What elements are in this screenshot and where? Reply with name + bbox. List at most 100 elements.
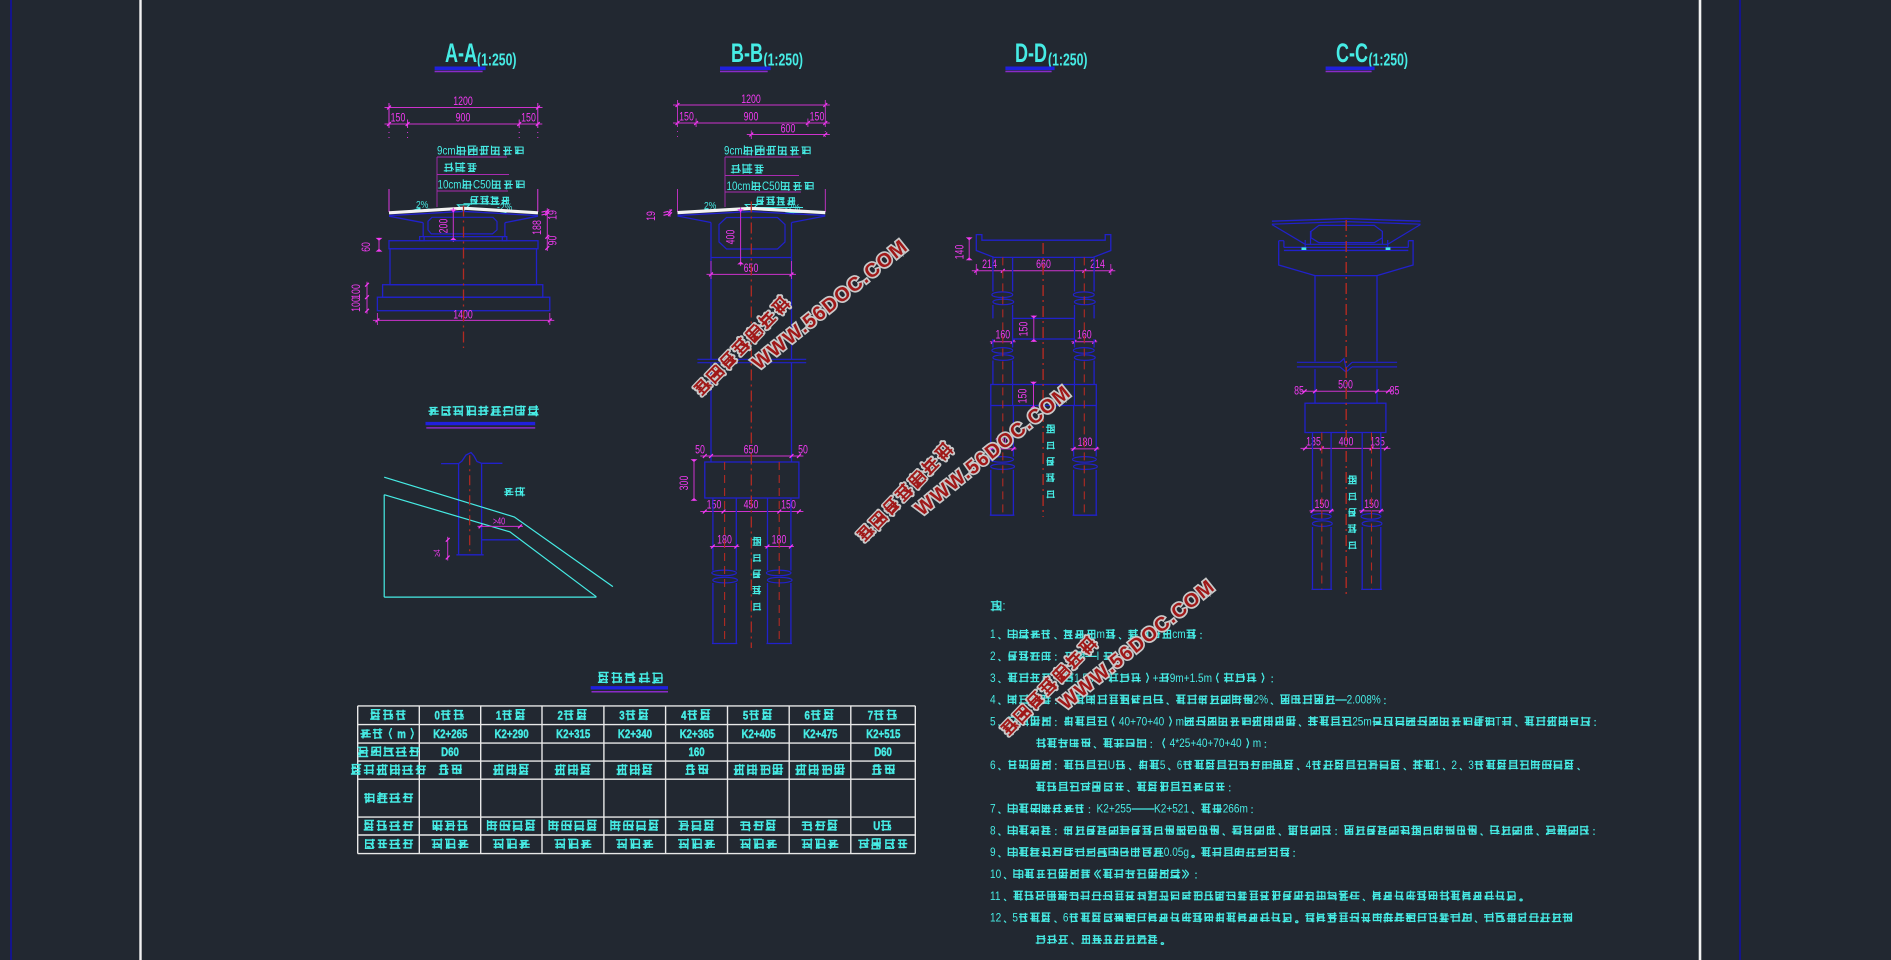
svg-text:K2+475: K2+475	[803, 728, 837, 741]
svg-text:K2+340: K2+340	[618, 728, 652, 741]
svg-text:90: 90	[546, 236, 560, 246]
svg-text:7: 7	[868, 710, 873, 723]
svg-text:180: 180	[995, 436, 1010, 450]
svg-text:4: 4	[990, 694, 996, 707]
svg-text:100: 100	[350, 284, 364, 299]
svg-text:600: 600	[781, 122, 796, 136]
svg-text:150: 150	[781, 498, 796, 512]
svg-text:2: 2	[1451, 759, 1457, 772]
svg-text:2: 2	[558, 710, 563, 723]
svg-text:m: m	[1253, 737, 1261, 750]
svg-text:(1:250): (1:250)	[477, 50, 516, 70]
svg-text:U: U	[1108, 759, 1115, 772]
svg-text:4: 4	[1306, 759, 1312, 772]
svg-text:19: 19	[546, 210, 560, 220]
svg-text:150: 150	[521, 111, 536, 125]
svg-text:5: 5	[743, 710, 748, 723]
svg-text:60: 60	[360, 242, 374, 252]
svg-text:1: 1	[496, 710, 501, 723]
svg-text:m: m	[1097, 628, 1105, 641]
svg-text:I: I	[1097, 650, 1100, 663]
svg-text:K2+290: K2+290	[495, 728, 529, 741]
svg-text:K2+521: K2+521	[1154, 803, 1189, 816]
svg-text:4: 4	[681, 710, 686, 723]
svg-text:B-B: B-B	[731, 37, 763, 67]
svg-text:900: 900	[456, 111, 471, 125]
svg-text:3: 3	[1468, 759, 1474, 772]
svg-text:140: 140	[953, 245, 967, 260]
svg-text:150: 150	[391, 111, 406, 125]
svg-text:cm: cm	[1172, 628, 1185, 641]
svg-text:U: U	[873, 820, 880, 833]
svg-text:200: 200	[437, 219, 451, 234]
svg-text:6: 6	[990, 759, 996, 772]
svg-text:400: 400	[724, 230, 738, 245]
svg-text:1200: 1200	[453, 95, 473, 109]
svg-text:m: m	[397, 728, 406, 741]
svg-text:188: 188	[531, 220, 545, 235]
svg-text:m: m	[1176, 716, 1184, 729]
svg-text:2.008%: 2.008%	[1347, 694, 1381, 707]
svg-text:>40: >40	[493, 515, 505, 526]
svg-text:(1:250): (1:250)	[1048, 50, 1087, 70]
svg-text:8: 8	[990, 825, 996, 838]
svg-text:100: 100	[350, 297, 364, 312]
svg-text:4*25+40+70+40: 4*25+40+70+40	[1170, 737, 1242, 750]
svg-text:160: 160	[689, 746, 705, 759]
svg-text:10cm: 10cm	[727, 180, 751, 193]
svg-text:150: 150	[707, 498, 722, 512]
svg-text:D-D: D-D	[1015, 37, 1047, 67]
svg-text:160: 160	[995, 328, 1010, 342]
svg-text:85: 85	[1390, 384, 1400, 398]
svg-text:1200: 1200	[741, 93, 761, 107]
svg-text:1.5m: 1.5m	[1074, 672, 1096, 685]
svg-text:K2+315: K2+315	[556, 728, 590, 741]
svg-text:K2+405: K2+405	[742, 728, 776, 741]
svg-text:C50: C50	[762, 180, 780, 193]
svg-text:2%: 2%	[1254, 694, 1269, 707]
svg-text:9cm: 9cm	[437, 145, 456, 158]
svg-text:135: 135	[1306, 435, 1321, 449]
svg-text:A-A: A-A	[445, 37, 477, 67]
svg-text:12: 12	[990, 912, 1001, 925]
svg-text:160: 160	[1077, 328, 1092, 342]
svg-text:10: 10	[990, 868, 1001, 881]
svg-text:6: 6	[805, 710, 810, 723]
svg-text:T: T	[1495, 716, 1501, 729]
svg-text:(1:250): (1:250)	[1369, 50, 1408, 70]
svg-text:19: 19	[645, 211, 659, 221]
svg-text:K2+515: K2+515	[866, 728, 900, 741]
svg-text:D60: D60	[441, 746, 459, 759]
svg-text:(1:250): (1:250)	[764, 50, 803, 70]
svg-text:≥4: ≥4	[432, 549, 442, 557]
svg-text:K2+255: K2+255	[1097, 803, 1132, 816]
svg-text:150: 150	[1016, 389, 1030, 404]
svg-text:150: 150	[1017, 322, 1031, 337]
svg-text:3: 3	[990, 672, 996, 685]
svg-text:3: 3	[619, 710, 624, 723]
svg-text:900: 900	[744, 110, 759, 124]
svg-text:650: 650	[744, 443, 759, 457]
svg-text:5: 5	[990, 716, 996, 729]
svg-text:2: 2	[990, 650, 996, 663]
svg-text:0: 0	[435, 710, 440, 723]
svg-text:400: 400	[1339, 435, 1354, 449]
svg-text:6: 6	[1063, 912, 1069, 925]
svg-text:6: 6	[1177, 759, 1183, 772]
svg-text:5: 5	[1012, 912, 1018, 925]
svg-text:1: 1	[990, 628, 996, 641]
svg-text:9: 9	[990, 846, 996, 859]
svg-text:50: 50	[798, 443, 808, 457]
svg-text:150: 150	[810, 110, 825, 124]
svg-text:135: 135	[1370, 435, 1385, 449]
svg-text:50: 50	[695, 443, 705, 457]
svg-text:9m+1.5m: 9m+1.5m	[1170, 672, 1212, 685]
svg-text:150: 150	[679, 110, 694, 124]
svg-text:0.05g: 0.05g	[1164, 846, 1189, 859]
svg-text:266m: 266m	[1223, 803, 1248, 816]
svg-text:180: 180	[1078, 436, 1093, 450]
svg-text:40+70+40: 40+70+40	[1119, 716, 1164, 729]
svg-text:C-C: C-C	[1336, 37, 1368, 67]
svg-text:D60: D60	[874, 746, 892, 759]
svg-text:10cm: 10cm	[438, 179, 462, 192]
